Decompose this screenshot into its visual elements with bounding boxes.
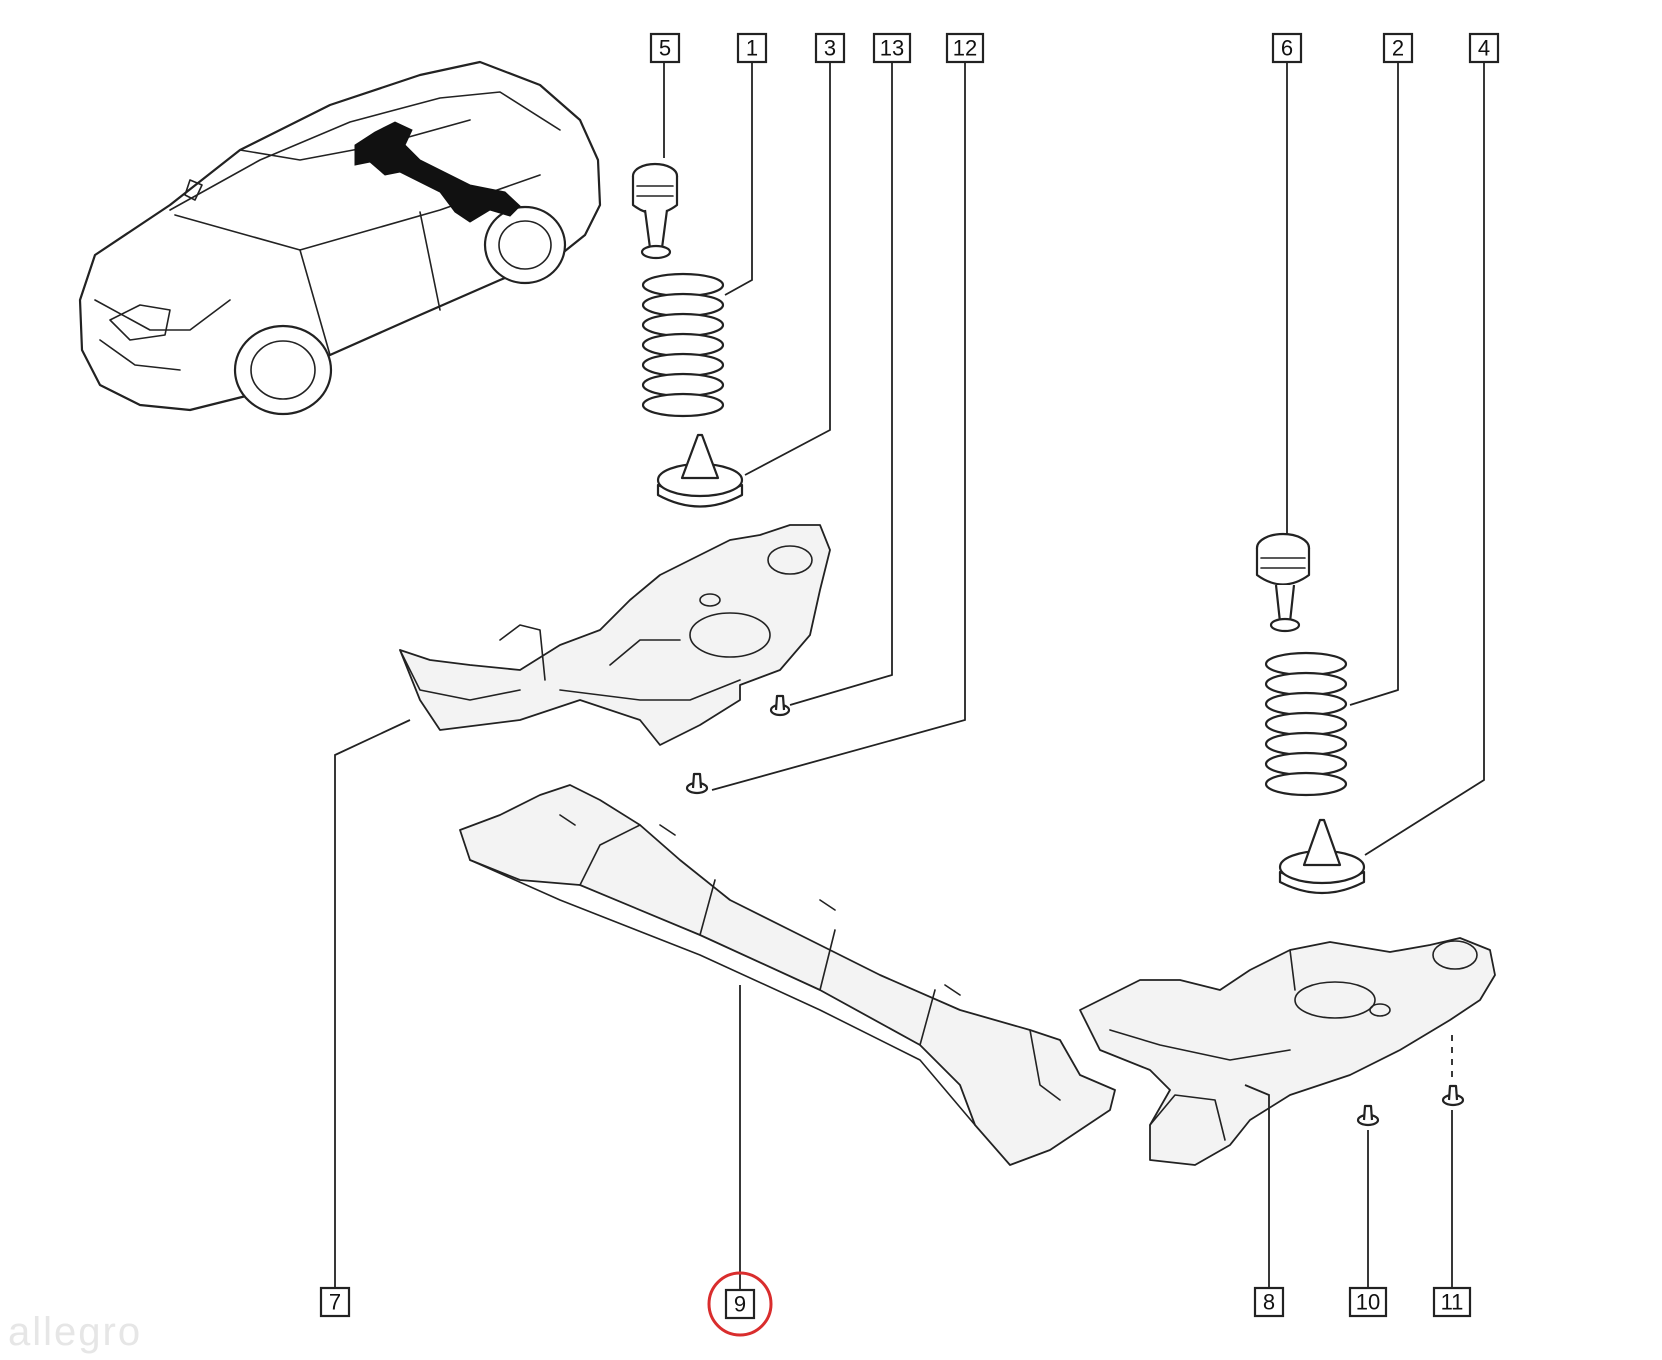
top-mount-right bbox=[1255, 532, 1311, 633]
top-mount-left bbox=[631, 162, 679, 260]
callout-8: 8 bbox=[1253, 1286, 1285, 1318]
highlighted-member bbox=[354, 121, 521, 223]
bump-stop-right bbox=[1278, 818, 1366, 895]
fastener-11 bbox=[1441, 1084, 1465, 1107]
svg-text:5: 5 bbox=[659, 36, 671, 61]
svg-text:7: 7 bbox=[329, 1290, 341, 1315]
svg-text:9: 9 bbox=[734, 1292, 746, 1317]
svg-text:8: 8 bbox=[1263, 1290, 1275, 1315]
callout-6: 6 bbox=[1271, 32, 1303, 64]
svg-text:2: 2 bbox=[1392, 36, 1404, 61]
svg-text:1: 1 bbox=[746, 36, 758, 61]
fastener-12 bbox=[685, 772, 709, 795]
callout-7: 7 bbox=[319, 1286, 351, 1318]
callout-13: 13 bbox=[872, 32, 912, 64]
callout-10: 10 bbox=[1348, 1286, 1388, 1318]
underbody-panel-right bbox=[1079, 937, 1496, 1166]
svg-text:11: 11 bbox=[1441, 1290, 1464, 1315]
callout-1: 1 bbox=[736, 32, 768, 64]
fastener-13 bbox=[769, 694, 791, 717]
watermark: allegro bbox=[8, 1310, 142, 1354]
callout-5: 5 bbox=[649, 32, 681, 64]
callout-2: 2 bbox=[1382, 32, 1414, 64]
svg-text:4: 4 bbox=[1478, 36, 1490, 61]
fastener-10 bbox=[1356, 1104, 1380, 1127]
callout-4: 4 bbox=[1468, 32, 1500, 64]
svg-text:6: 6 bbox=[1281, 36, 1293, 61]
coil-spring-right bbox=[1264, 651, 1348, 797]
callout-3: 3 bbox=[814, 32, 846, 64]
callout-12: 12 bbox=[945, 32, 985, 64]
highlight-circle bbox=[707, 1271, 773, 1337]
leader-lines bbox=[334, 60, 1485, 1290]
car-illustration bbox=[78, 60, 602, 416]
callout-9: 9 bbox=[707, 1271, 773, 1337]
callout-11: 11 bbox=[1432, 1286, 1472, 1318]
svg-text:12: 12 bbox=[953, 36, 977, 61]
svg-text:3: 3 bbox=[824, 36, 836, 61]
svg-text:13: 13 bbox=[880, 36, 904, 61]
underbody-panel-center bbox=[459, 784, 1116, 1166]
bump-stop-left bbox=[656, 433, 744, 508]
underbody-panel-left bbox=[399, 524, 831, 746]
coil-spring-left bbox=[641, 272, 725, 418]
svg-text:10: 10 bbox=[1356, 1290, 1380, 1315]
